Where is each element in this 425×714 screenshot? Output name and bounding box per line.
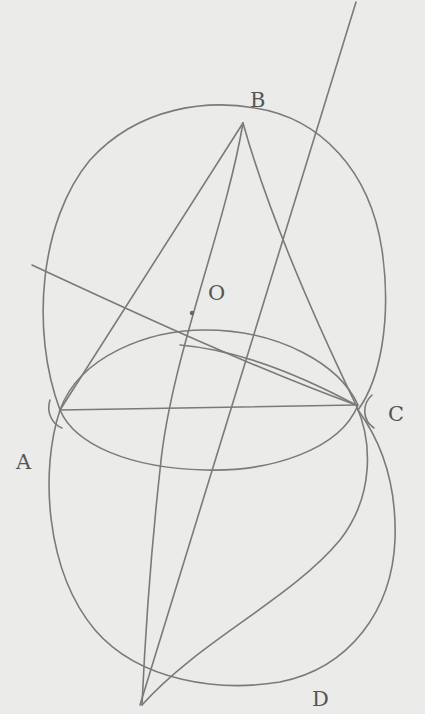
inner-curve (180, 345, 356, 405)
curve-b-bottom (142, 123, 243, 705)
center-dot (190, 311, 194, 315)
point-label: A (16, 452, 31, 473)
side-ac (60, 405, 356, 410)
tick-c (365, 395, 374, 428)
secant-line (32, 265, 356, 405)
point-label: O (208, 283, 225, 304)
point-label: C (388, 404, 404, 425)
point-label: D (312, 689, 329, 710)
point-label: B (250, 90, 265, 111)
axis-line (140, 2, 356, 705)
lower-circle (49, 410, 395, 685)
curve-bottom-c (142, 405, 367, 705)
side-ab (60, 123, 243, 410)
middle-ellipse (60, 330, 358, 470)
tick-a (49, 400, 62, 428)
